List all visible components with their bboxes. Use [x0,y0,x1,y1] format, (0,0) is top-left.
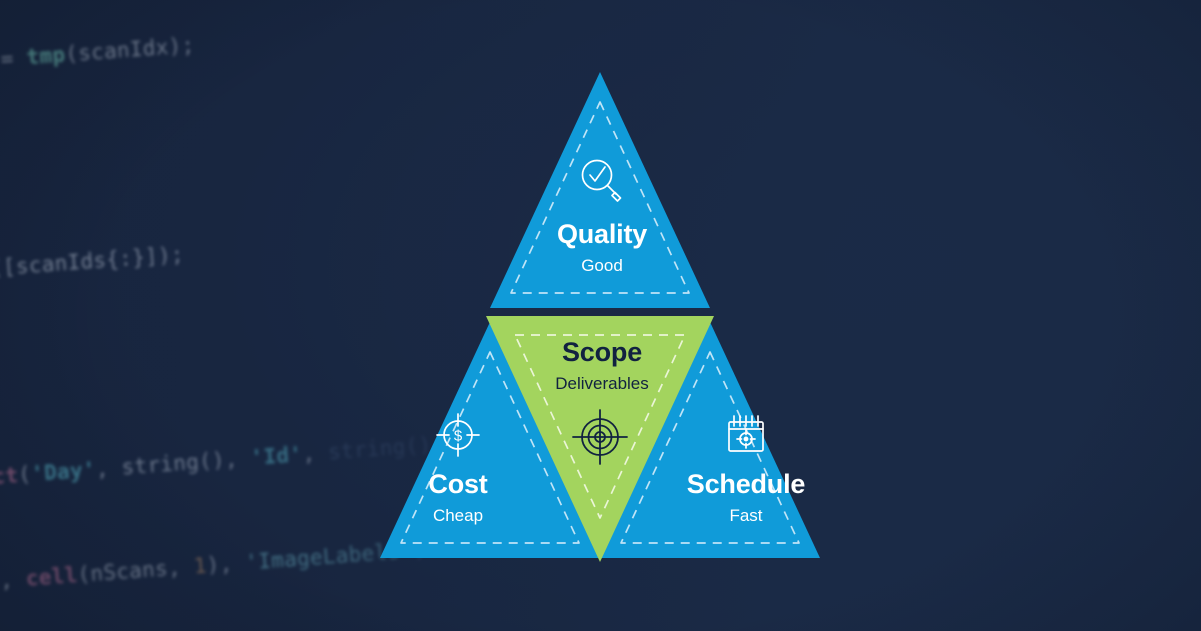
triangle-quality[interactable] [490,72,710,308]
code-line: 'nLabel', false, 'Pan', cell(nScans, 1), [0,608,696,631]
magnifier-check-icon [581,159,622,202]
calendar-target-icon [728,415,764,452]
iron-triangle-diagram: $ [300,50,900,590]
dashed-inner-outline [514,334,686,519]
svg-text:$: $ [454,428,463,445]
target-crosshair-icon [572,409,628,465]
triangle-cost[interactable]: $ [380,322,600,558]
triangle-schedule[interactable] [600,322,820,558]
triangle-scope[interactable] [486,316,714,562]
crosshair-dollar-icon: $ [436,413,480,457]
